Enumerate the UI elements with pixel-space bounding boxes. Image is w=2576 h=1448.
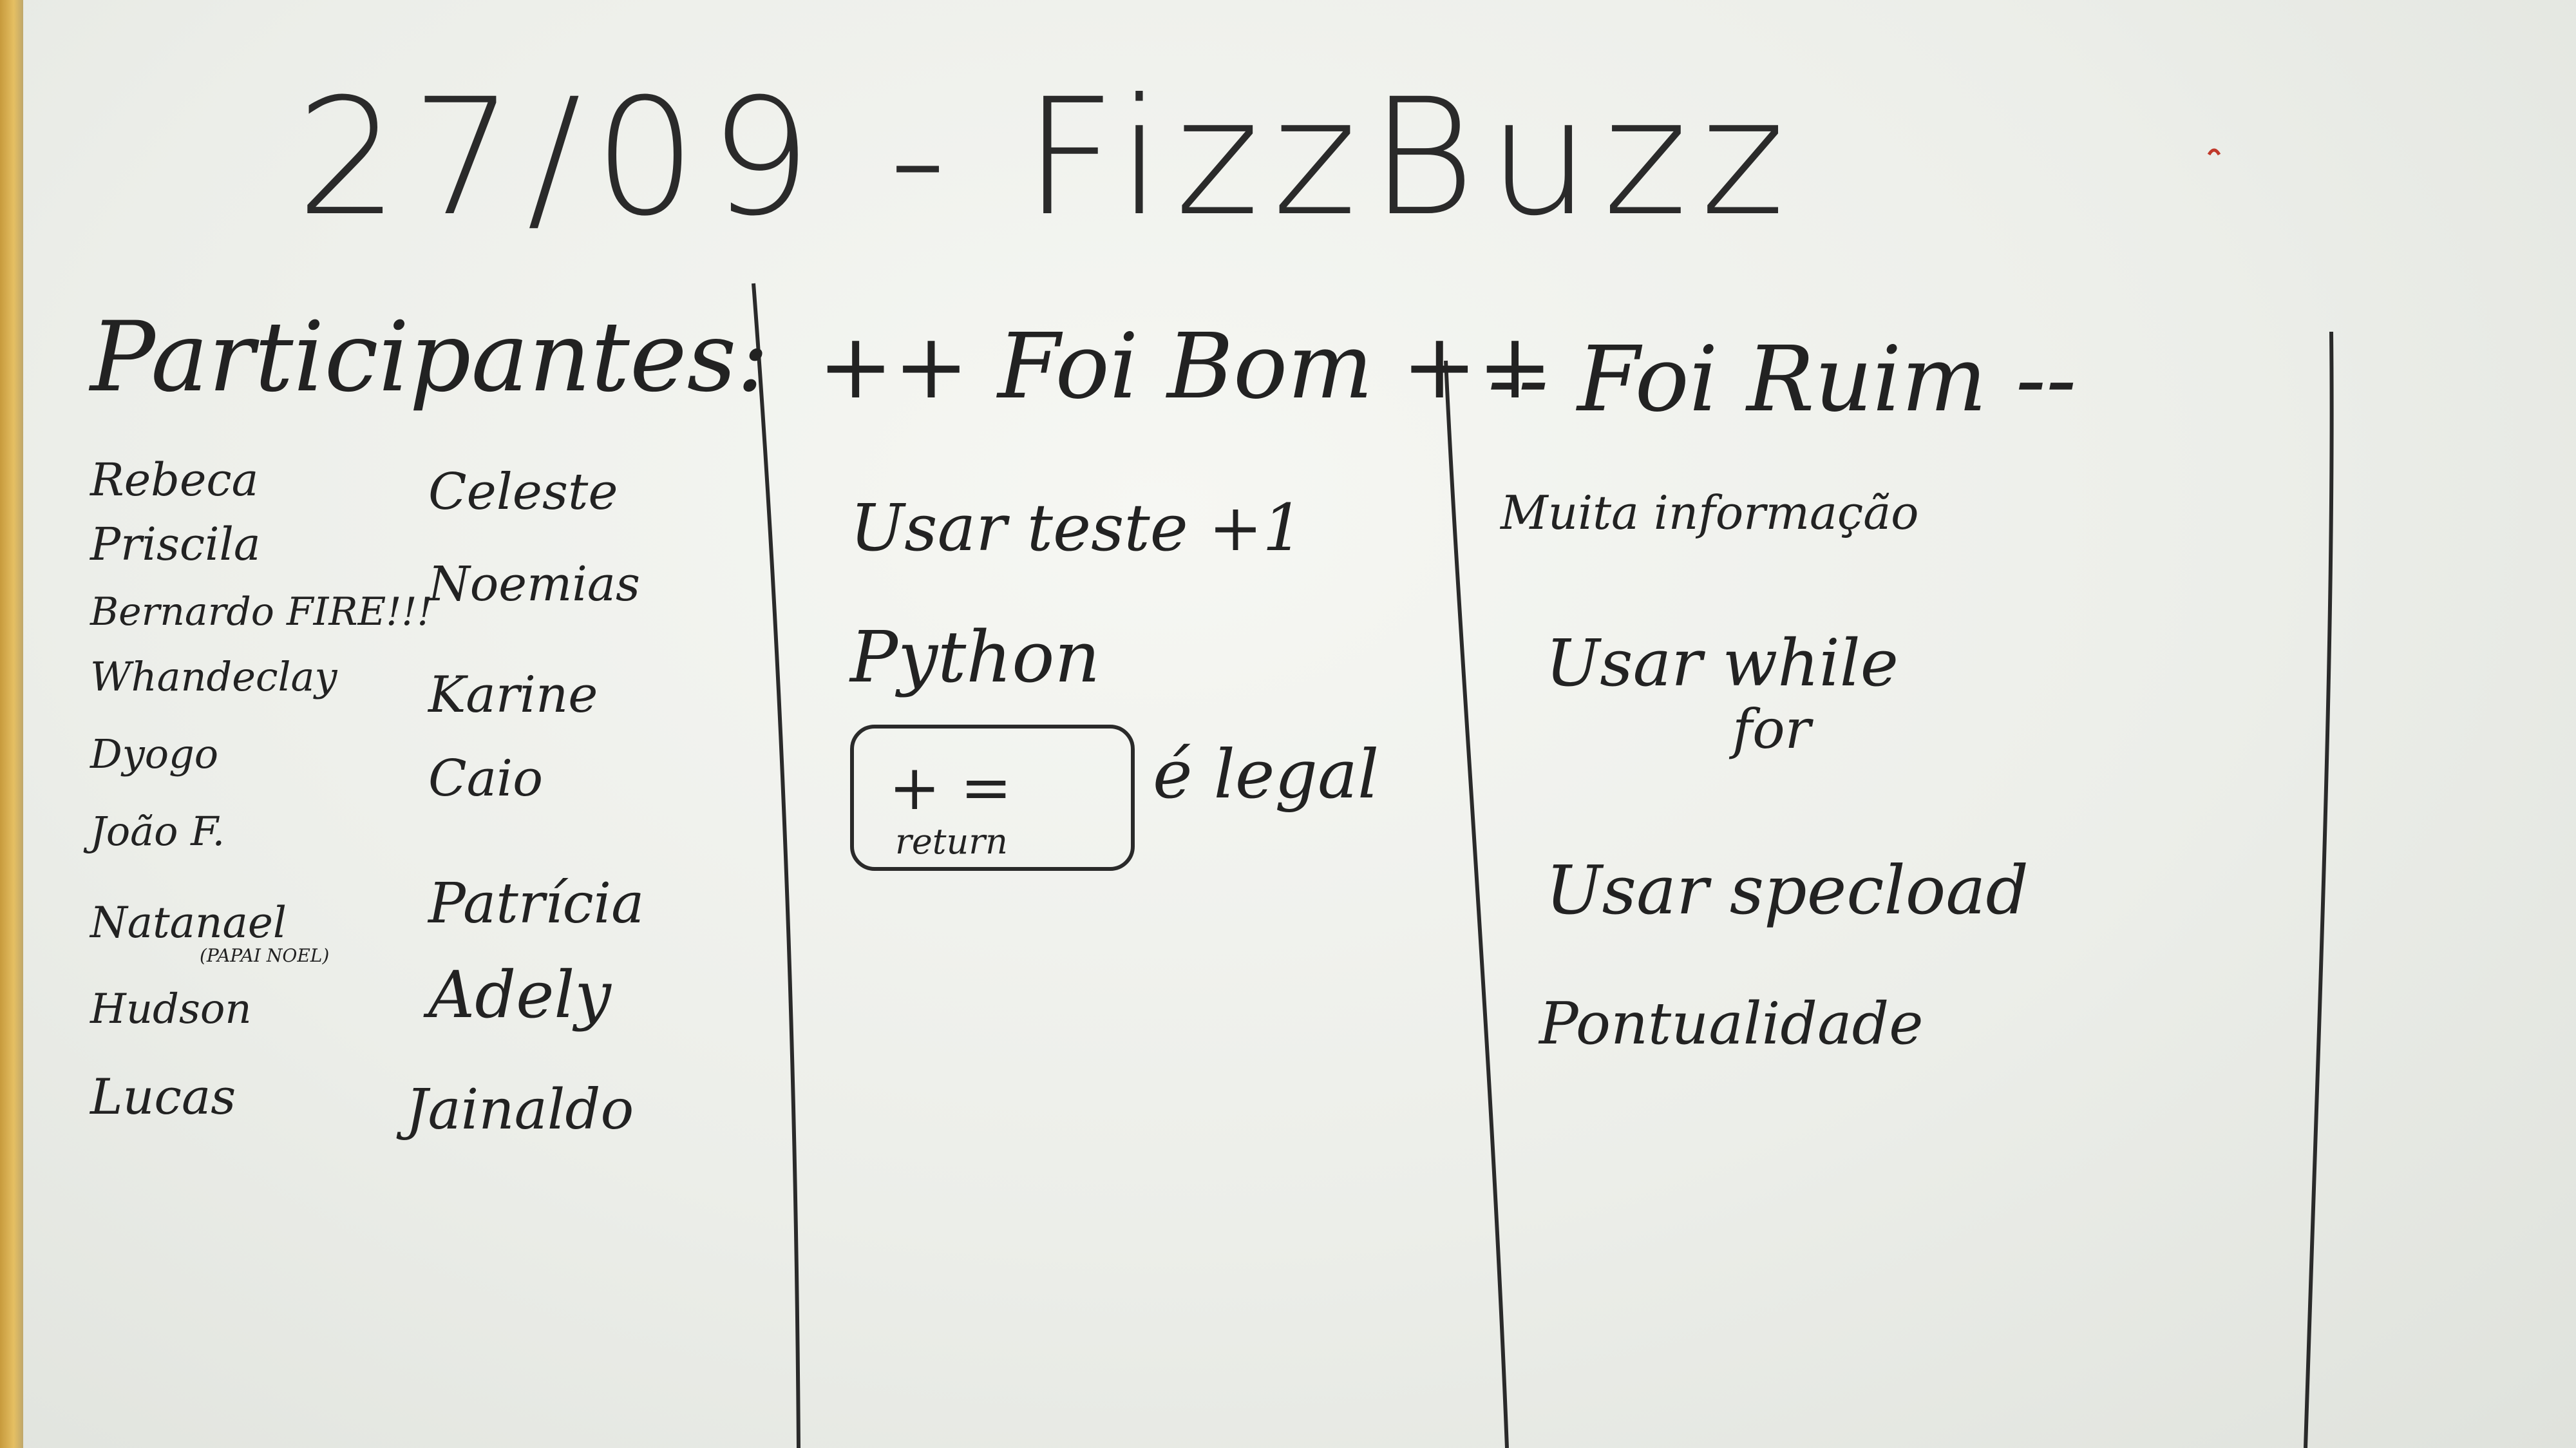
good-item-suffix: é legal [1153,735,1379,814]
participant-name: Adely [428,957,611,1033]
participant-name: Natanael [90,898,287,948]
bad-item: Usar specload [1546,851,2029,929]
participant-name: Celeste [428,463,618,521]
header-participants: Participantes: [90,301,770,414]
red-mark [2207,148,2221,156]
divider-line-2 [1444,360,1509,1448]
participant-note: (PAPAI NOEL) [200,945,330,966]
participant-name: Bernardo FIRE!!! [90,589,433,634]
board-title: 27/09 - FizzBuzz [296,64,1798,251]
bad-item: Usar while [1546,625,1899,701]
bad-item: Pontualidade [1539,990,1924,1058]
header-foi-bom: ++ Foi Bom ++ [818,314,1553,419]
participant-name: Priscila [90,518,261,571]
participant-name: Rebeca [90,453,259,506]
bad-item: Muita informação [1501,486,1919,540]
participant-name: Caio [428,750,544,808]
board-frame-edge [0,0,23,1448]
participant-name: João F. [90,808,225,855]
bad-item: for [1732,698,1811,761]
boxed-note [850,725,1135,871]
good-item: Python [850,616,1101,698]
participant-name: Dyogo [90,730,219,777]
header-foi-ruim: -- Foi Ruim -- [1488,327,2077,432]
divider-line-3 [2304,331,2334,1448]
participant-name: Lucas [90,1068,236,1125]
divider-line-1 [752,283,800,1448]
participant-name: Noemias [428,557,641,612]
participant-name: Jainaldo [406,1078,634,1142]
boxed-note-bottom: return [895,821,1008,862]
participant-name: Karine [428,666,598,724]
participant-name: Whandeclay [90,653,337,700]
participant-name: Patrícia [428,872,645,936]
participant-name: Hudson [90,986,252,1033]
good-item: Usar teste +1 [850,490,1304,566]
boxed-note-top: + = [889,752,1012,824]
